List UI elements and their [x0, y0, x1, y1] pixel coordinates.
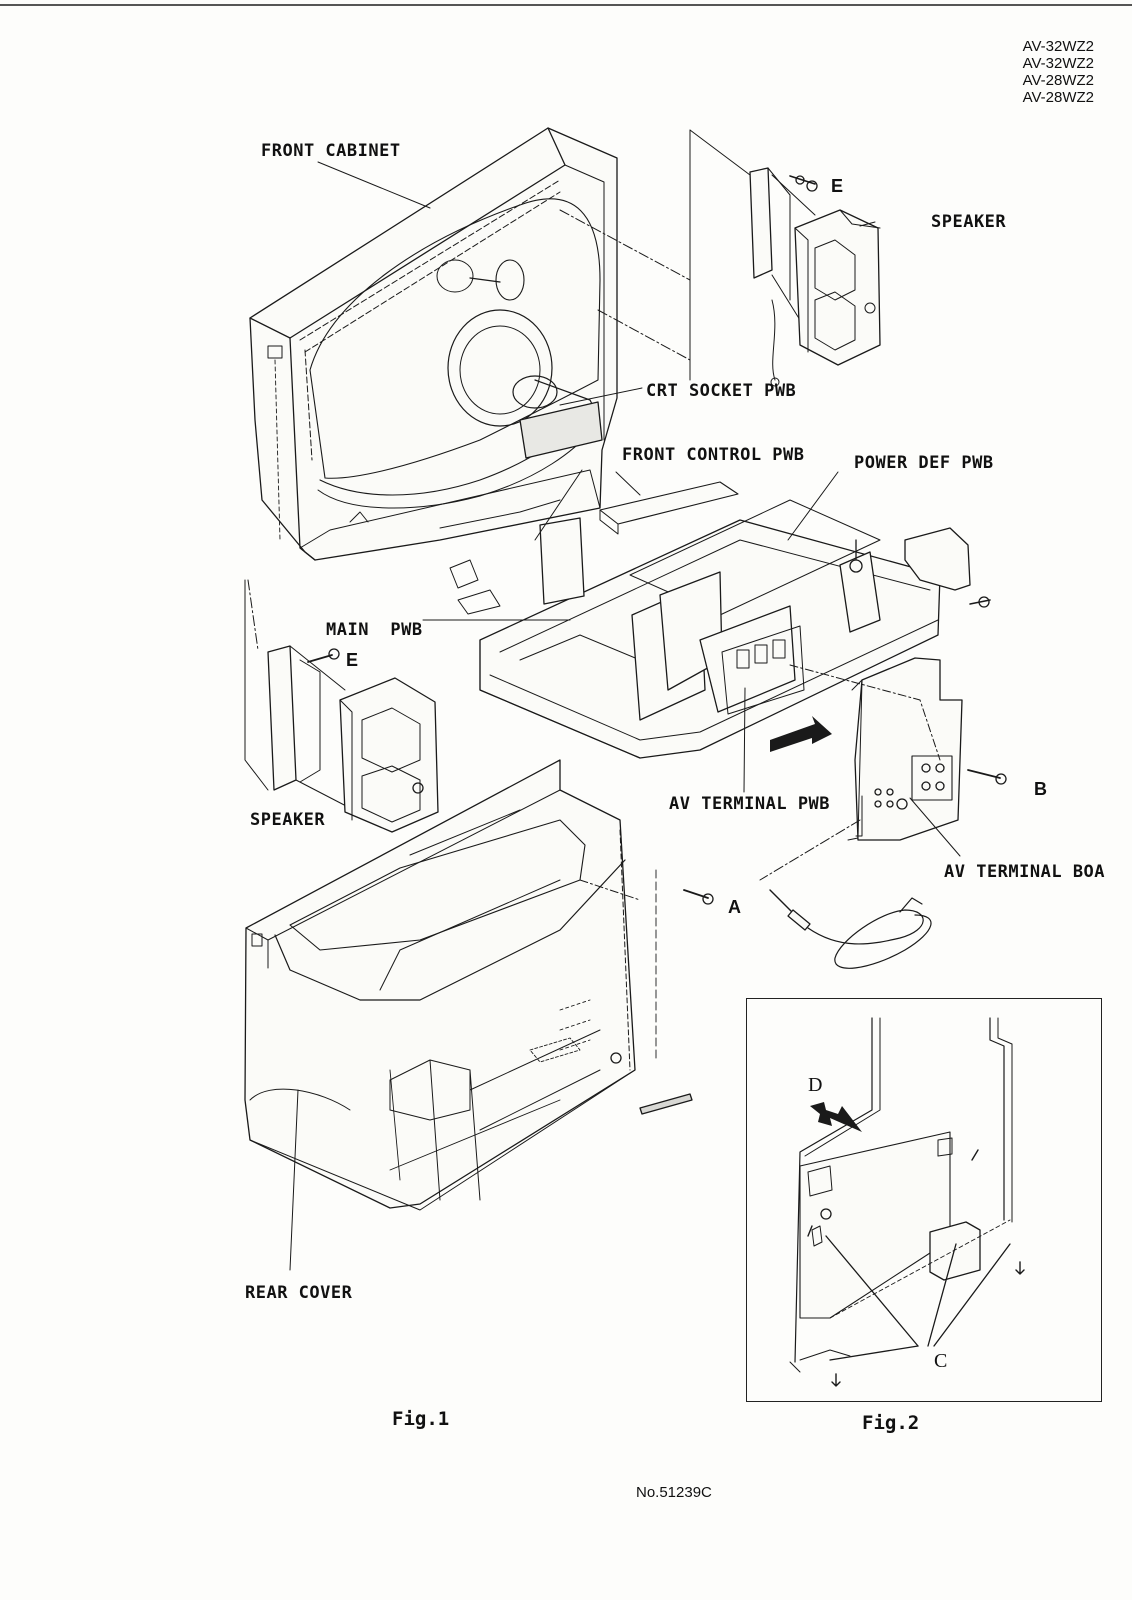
label-main-pwb: MAIN PWB: [326, 620, 423, 640]
document-number: No.51239C: [636, 1484, 712, 1501]
label-av-terminal-board: AV TERMINAL BOA: [944, 862, 1106, 882]
model-list: AV-32WZ2 AV-32WZ2 AV-28WZ2 AV-28WZ2: [1023, 38, 1094, 106]
model-name: AV-32WZ2: [1022, 38, 1094, 55]
fig2-detail-drawing: [789, 1017, 1025, 1387]
rear-cover-drawing: [244, 759, 714, 1211]
av-terminal-board-drawing: [847, 657, 1007, 841]
label-speaker-left: SPEAKER: [250, 810, 326, 830]
label-front-cabinet: FRONT CABINET: [261, 141, 401, 161]
power-cord-drawing: [769, 889, 932, 969]
top-rule: [0, 4, 1132, 6]
model-name: AV-28WZ2: [1022, 89, 1094, 106]
label-speaker-top: SPEAKER: [931, 212, 1007, 232]
label-screw-e-top: E: [831, 176, 844, 196]
label-av-terminal-pwb: AV TERMINAL PWB: [669, 794, 831, 814]
label-fig2-c: C: [934, 1350, 948, 1372]
left-speaker-drawing: [267, 645, 439, 833]
model-name: AV-28WZ2: [1022, 72, 1094, 89]
fig2-frame: [746, 998, 1102, 1402]
label-front-control-pwb: FRONT CONTROL PWB: [622, 445, 805, 465]
caption-fig1: Fig.1: [392, 1408, 450, 1430]
leader-lines: [244, 129, 961, 1271]
top-speaker-drawing: [749, 167, 881, 387]
label-crt-socket-pwb: CRT SOCKET PWB: [646, 381, 797, 401]
label-screw-a: A: [728, 897, 741, 917]
caption-fig2: Fig.2: [862, 1412, 920, 1434]
label-fig2-d: D: [808, 1074, 823, 1096]
label-screw-e-left: E: [346, 650, 359, 670]
label-screw-b: B: [1034, 779, 1047, 799]
model-name: AV-32WZ2: [1022, 55, 1094, 72]
front-cabinet-drawing: [249, 127, 618, 561]
main-chassis-drawing: [449, 481, 991, 759]
label-power-def-pwb: POWER DEF PWB: [854, 453, 994, 473]
label-rear-cover: REAR COVER: [245, 1283, 353, 1303]
